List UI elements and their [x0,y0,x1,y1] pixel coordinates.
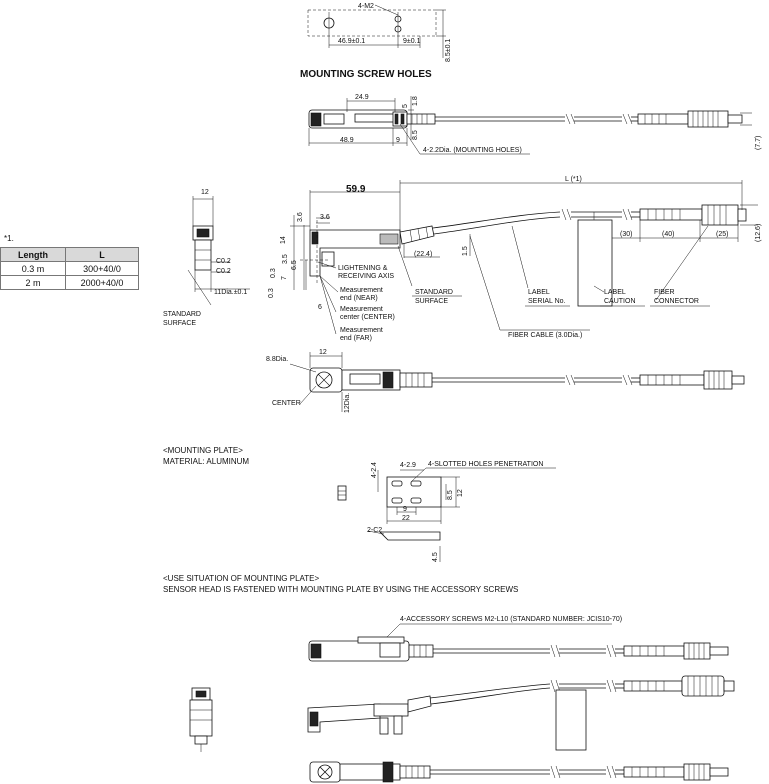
standard-surface-left-1: STANDARD [163,311,201,318]
label-caution-1: LABEL [604,289,626,296]
dim-14: 14 [280,236,287,244]
screw-callout: 4-M2 [358,3,374,10]
dim-48-9: 48.9 [340,137,354,144]
dim-30: (30) [620,231,632,238]
table-header-length: Length [0,247,66,262]
dim-3-6-b: 3.6 [297,212,304,222]
axis-label-2: RECEIVING AXIS [338,273,394,280]
axis-label-1: LIGHTENING & [338,265,388,272]
table-cell: 2000+40/0 [65,275,139,290]
dia-8-8: 8.8Dia. [266,356,288,363]
dim-offset: 9±0.1 [403,38,421,45]
far-label-1: Measurement [340,327,383,334]
dim-12-6: (12.6) [755,224,762,242]
dim-5: 5 [402,104,409,108]
mounting-screw-holes-view: 4-M2 46.9±0.1 9±0.1 8.5±0.1 MOUNTING SCR… [300,3,452,80]
near-label-2: end (NEAR) [340,295,378,302]
dim-12-front: 12 [201,189,209,196]
label-caution-2: CAUTION [604,298,636,305]
center-label-2: center (CENTER) [340,314,395,321]
far-label-2: end (FAR) [340,335,372,342]
dim-12-bottom: 12 [319,349,327,356]
dim-40: (40) [662,231,674,238]
dia-11: 11Dia.±0.1 [214,289,247,296]
dim-22-4: (22.4) [414,251,432,258]
dim-9-plate: 9 [403,506,407,513]
dim-1-5: 1.5 [462,246,469,256]
table-note: *1. [4,234,14,243]
dim-24-9: 24.9 [355,94,369,101]
standard-surface-mid-2: SURFACE [415,298,448,305]
dim-9: 9 [396,137,400,144]
table-header-l: L [65,247,139,262]
standard-surface-left-2: SURFACE [163,320,196,327]
table-row: 2 m 2000+40/0 [0,275,139,290]
dim-8-5-plate: 8.5 [447,490,454,500]
fiber-connector-1: FIBER [654,289,675,296]
dim-12-plate: 12 [457,489,464,497]
dim-l: L (*1) [565,176,582,183]
standard-surface-mid-1: STANDARD [415,289,453,296]
length-table: Length L 0.3 m 300+40/0 2 m 2000+40/0 [0,247,139,290]
mounting-screw-holes-title: MOUNTING SCREW HOLES [300,69,432,80]
mounting-plate-section: <MOUNTING PLATE> MATERIAL: ALUMINUM 4-2.… [163,446,556,562]
mounting-plate-material: MATERIAL: ALUMINUM [163,457,249,466]
bottom-view: 8.8Dia. 12 CENTER 12Dia. [266,349,745,413]
front-view: 12 C0.2 C0.2 11Dia.±0.1 STANDARD SURFACE [163,189,250,327]
accessory-screws-label: 4-ACCESSORY SCREWS M2-L10 (STANDARD NUMB… [400,616,622,623]
dim-4-5: 4.5 [432,552,439,562]
dim-7: 7 [281,276,288,280]
near-label-1: Measurement [340,287,383,294]
center-label: CENTER [272,400,301,407]
dim-59-9: 59.9 [346,184,366,195]
dia-12: 12Dia. [344,393,351,413]
chamfer-c02-b: C0.2 [216,268,231,275]
dim-3-5: 3.5 [282,254,289,264]
dim-1-8: 1.8 [412,96,419,106]
dim-0-3-b: 0.3 [268,288,275,298]
label-serial-1: LABEL [528,289,550,296]
dim-height: 8.5±0.1 [445,39,452,62]
dim-6-5: 6.5 [291,260,298,270]
center-label-1: Measurement [340,306,383,313]
slotted-holes-label: 4-SLOTTED HOLES PENETRATION [428,461,543,468]
mounting-holes-callout: 4-2.2Dia. (MOUNTING HOLES) [423,147,522,154]
dim-25: (25) [716,231,728,238]
main-view: 59.9 L (*1) 3.6 3.6 14 3.5 6.5 0.3 7 0.3… [268,176,762,342]
dim-4-2-9: 4-2.9 [400,462,416,469]
label-serial-2: SERIAL No. [528,298,566,305]
use-situation-heading: <USE SITUATION OF MOUNTING PLATE> [163,574,319,583]
side-view: 24.9 5 1.8 8.5 48.9 9 4-2.2Dia. (MOUNTIN… [308,94,762,155]
mounting-plate-heading: <MOUNTING PLATE> [163,446,243,455]
dim-7-7: (7.7) [755,136,762,150]
fiber-cable-label: FIBER CABLE (3.0Dia.) [508,332,582,339]
chamfer-c02-a: C0.2 [216,258,231,265]
dim-6: 6 [318,304,322,311]
chamfer-2-c2: 2-C2 [367,527,382,534]
dim-3-6-a: 3.6 [320,214,330,221]
fiber-connector-2: CONNECTOR [654,298,699,305]
dim-8-5: 8.5 [412,130,419,140]
dim-22-plate: 22 [402,515,410,522]
dim-4-2-4: 4-2.4 [371,462,378,478]
use-situation-section: <USE SITUATION OF MOUNTING PLATE> SENSOR… [163,574,735,783]
use-situation-description: SENSOR HEAD IS FASTENED WITH MOUNTING PL… [163,585,518,594]
dim-0-3: 0.3 [270,268,277,278]
dim-spacing: 46.9±0.1 [338,38,365,45]
